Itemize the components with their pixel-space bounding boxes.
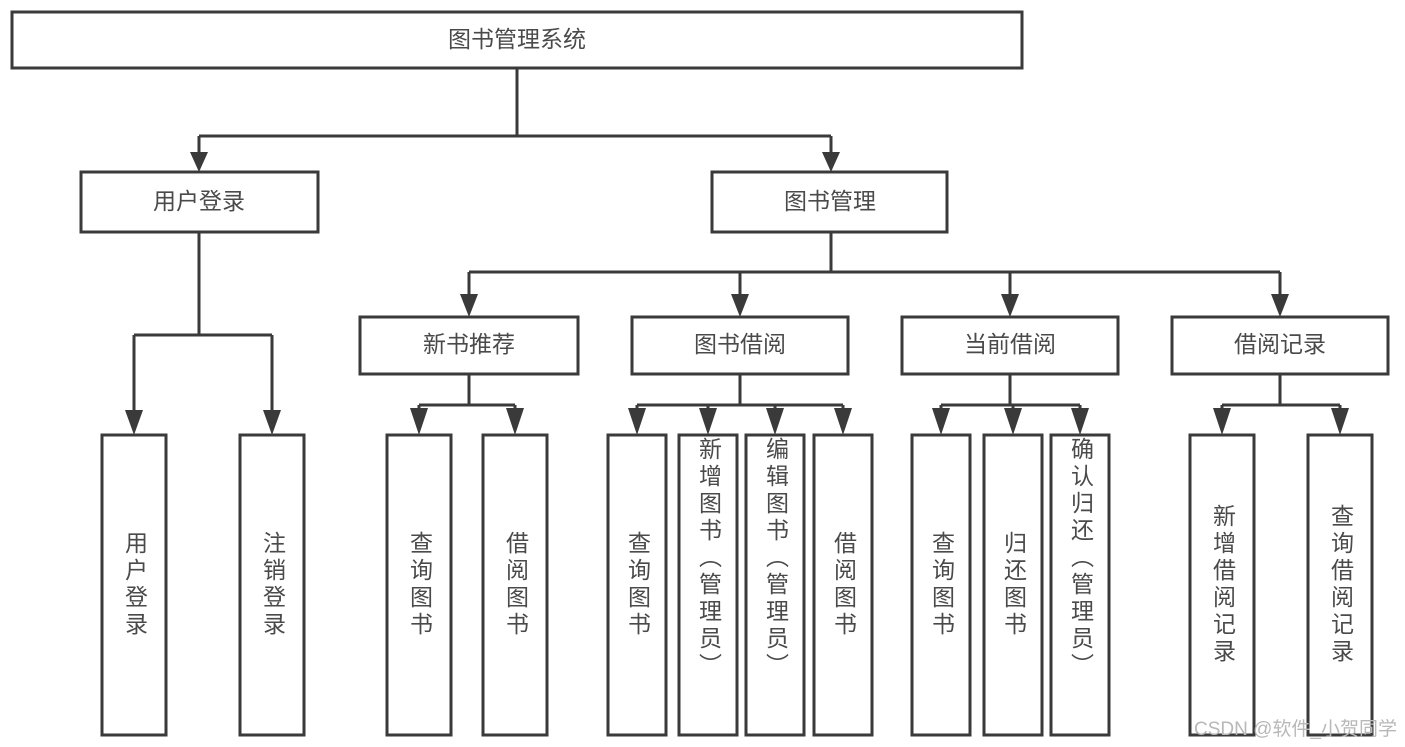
- arrow-head-book-management: [822, 152, 840, 172]
- node-boxes: 图书管理系统 用户登录 图书管理 新书推荐 图书借阅 当前借阅 借阅记录: [10, 10, 1390, 737]
- node-borrow-record-label: 借阅记录: [1234, 331, 1326, 357]
- node-leaf-query-book-borrow-box[interactable]: [606, 433, 668, 737]
- arrow-head-leaf-confirm-return: [1071, 408, 1089, 435]
- node-user-login-box[interactable]: [79, 170, 320, 234]
- arrow-head-user-login: [190, 152, 208, 172]
- connector-group-borrow-record: [1213, 374, 1349, 435]
- node-borrow-record-box[interactable]: [1170, 315, 1390, 376]
- csdn-watermark: CSDN @软件_小贺同学: [1194, 719, 1397, 740]
- node-leaf-return-book-box[interactable]: [982, 433, 1044, 737]
- arrow-head-leaf-logout: [263, 410, 281, 435]
- connector-group-user-login: [125, 232, 281, 435]
- arrow-head-leaf-query-book-current: [932, 408, 950, 435]
- node-book-borrow-box[interactable]: [630, 315, 850, 376]
- connector-group-book-management: [460, 232, 1289, 317]
- node-root-box[interactable]: [10, 10, 1024, 70]
- node-book-management-box[interactable]: [710, 170, 949, 234]
- node-leaf-edit-book-box[interactable]: [744, 433, 806, 737]
- arrow-head-leaf-query-record: [1331, 408, 1349, 435]
- node-leaf-logout-box[interactable]: [238, 433, 306, 737]
- node-leaf-query-book-current-box[interactable]: [910, 433, 972, 737]
- arrow-head-leaf-query-book-rec: [410, 408, 428, 435]
- connector-group-root: [190, 68, 840, 172]
- arrow-head-leaf-query-book-borrow: [628, 408, 646, 435]
- arrow-head-leaf-add-record: [1213, 408, 1231, 435]
- connector-group-book-borrow: [628, 374, 852, 435]
- arrow-head-leaf-add-book: [699, 408, 717, 435]
- arrow-head-leaf-borrow-book-rec: [506, 408, 524, 435]
- node-book-management-label: 图书管理: [784, 188, 876, 214]
- arrow-head-new-book-recommend: [460, 294, 478, 317]
- node-new-book-recommend-box[interactable]: [358, 315, 580, 376]
- node-current-borrow-label: 当前借阅: [964, 331, 1056, 357]
- node-leaf-query-record-box[interactable]: [1306, 433, 1374, 737]
- arrow-head-borrow-record: [1271, 294, 1289, 317]
- node-leaf-borrow-book-box[interactable]: [812, 433, 874, 737]
- node-leaf-query-book-rec-box[interactable]: [385, 433, 453, 737]
- arrow-head-leaf-edit-book: [766, 408, 784, 435]
- arrow-head-leaf-user-login: [125, 410, 143, 435]
- node-book-borrow-label: 图书借阅: [694, 331, 786, 357]
- arrow-head-leaf-borrow-book: [834, 408, 852, 435]
- arrow-head-book-borrow: [731, 294, 749, 317]
- node-root-label: 图书管理系统: [448, 26, 586, 52]
- arrow-head-current-borrow: [1001, 294, 1019, 317]
- node-current-borrow-box[interactable]: [900, 315, 1120, 376]
- node-leaf-confirm-return-box[interactable]: [1049, 433, 1111, 737]
- node-leaf-borrow-book-rec-box[interactable]: [481, 433, 549, 737]
- node-new-book-recommend-label: 新书推荐: [423, 331, 515, 357]
- node-user-login-label: 用户登录: [153, 188, 245, 214]
- node-leaf-add-record-box[interactable]: [1188, 433, 1256, 737]
- arrow-head-leaf-return-book: [1004, 408, 1022, 435]
- connector-group-current-borrow: [932, 374, 1089, 435]
- node-leaf-add-book-box[interactable]: [677, 433, 739, 737]
- node-leaf-user-login-box[interactable]: [100, 433, 168, 737]
- connector-group-new-book-recommend: [410, 374, 524, 435]
